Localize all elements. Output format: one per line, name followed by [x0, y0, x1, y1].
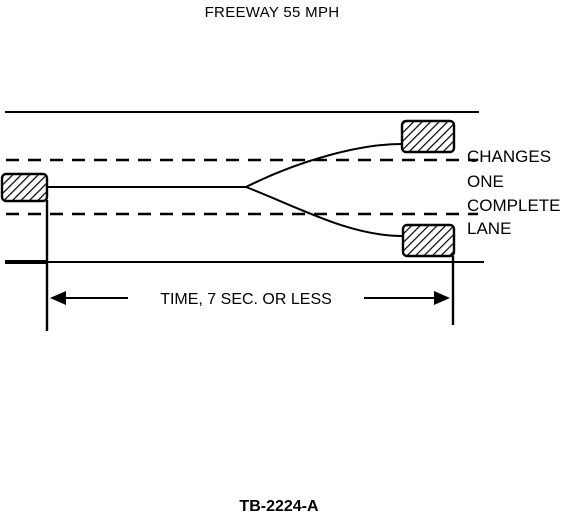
annotation-line-2: ONE — [467, 172, 504, 191]
annotation-line-4: LANE — [467, 219, 511, 238]
vehicle-end-lower — [401, 223, 456, 258]
figure-code: TB-2224-A — [239, 498, 319, 515]
vehicle-end-upper — [400, 119, 456, 154]
vehicle-path-left-change — [245, 143, 403, 188]
vehicle-path-right-change — [245, 186, 403, 237]
diagram-title: FREEWAY 55 MPH — [205, 4, 340, 21]
time-label: TIME, 7 SEC. OR LESS — [160, 291, 332, 308]
annotation-line-1: CHANGES — [467, 147, 551, 166]
arrowhead-left-icon — [50, 291, 66, 305]
arrowhead-right-icon — [434, 291, 450, 305]
annotation-line-3: COMPLETE — [467, 196, 561, 215]
vehicle-start — [0, 172, 49, 203]
